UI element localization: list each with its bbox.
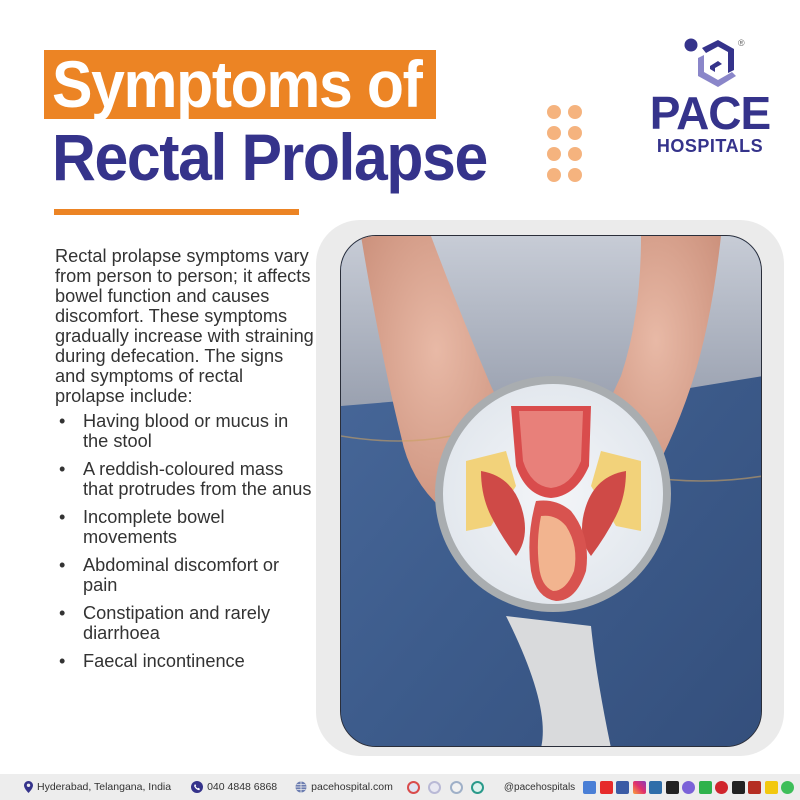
- registered-mark: ®: [738, 38, 745, 48]
- social-icons: [583, 780, 798, 794]
- phone-text: 040 4848 6868: [207, 781, 278, 793]
- whatsapp-icon[interactable]: [698, 780, 712, 794]
- symptom-item: A reddish-coloured mass that protrudes f…: [55, 459, 315, 499]
- intro-paragraph: Rectal prolapse symptoms vary from perso…: [55, 246, 314, 406]
- title-highlight-box: Symptoms of: [44, 50, 436, 119]
- facebook-icon[interactable]: [616, 780, 630, 794]
- badge-1-icon: [406, 780, 420, 794]
- spotify-icon[interactable]: [781, 780, 795, 794]
- globe-icon: [295, 781, 307, 793]
- google-business-icon[interactable]: [583, 780, 597, 794]
- certification-badges: [406, 780, 488, 794]
- messenger-icon[interactable]: [682, 780, 696, 794]
- decorative-dots: [547, 105, 582, 182]
- location-text: Hyderabad, Telangana, India: [37, 781, 172, 793]
- pace-hospitals-logo: ® PACE HOSPITALS: [640, 36, 780, 156]
- instagram-icon[interactable]: [632, 780, 646, 794]
- symptoms-content: Rectal prolapse symptoms vary from perso…: [55, 246, 315, 679]
- footer-location: Hyderabad, Telangana, India: [24, 781, 171, 793]
- linkedin-icon[interactable]: [649, 780, 663, 794]
- quora-icon[interactable]: [748, 780, 762, 794]
- location-pin-icon: [24, 781, 33, 793]
- symptoms-list: Having blood or mucus in the stool A red…: [55, 411, 315, 671]
- title-line-2: Rectal Prolapse: [52, 120, 488, 194]
- footer-website[interactable]: pacehospital.com: [295, 781, 393, 793]
- koo-icon[interactable]: [764, 780, 778, 794]
- threads-icon[interactable]: [731, 780, 745, 794]
- youtube-icon[interactable]: [599, 780, 613, 794]
- footer-bar: Hyderabad, Telangana, India 040 4848 686…: [0, 774, 800, 800]
- footer-phone[interactable]: 040 4848 6868: [191, 781, 277, 793]
- symptom-item: Incomplete bowel movements: [55, 507, 315, 547]
- title-line-1: Symptoms of: [52, 47, 423, 121]
- symptom-item: Having blood or mucus in the stool: [55, 411, 315, 451]
- social-handle: @pacehospitals: [503, 781, 576, 793]
- badge-2-icon: [428, 780, 442, 794]
- pinterest-icon[interactable]: [715, 780, 729, 794]
- logo-subtitle-text: HOSPITALS: [656, 136, 764, 156]
- rectal-anatomy-icon: [466, 406, 641, 601]
- photo-illustration: [341, 236, 761, 746]
- symptom-item: Abdominal discomfort or pain: [55, 555, 315, 595]
- badge-3-icon: [449, 780, 463, 794]
- symptom-photo: [340, 235, 762, 747]
- title-underline: [54, 209, 299, 215]
- badge-4-icon: [471, 780, 485, 794]
- symptom-item: Faecal incontinence: [55, 651, 315, 671]
- logo-mark-icon: [684, 38, 736, 87]
- phone-icon: [191, 781, 204, 793]
- symptom-item: Constipation and rarely diarrhoea: [55, 603, 315, 643]
- logo-brand-text: PACE: [649, 87, 771, 139]
- x-icon[interactable]: [665, 780, 679, 794]
- website-link: pacehospital.com: [311, 781, 393, 793]
